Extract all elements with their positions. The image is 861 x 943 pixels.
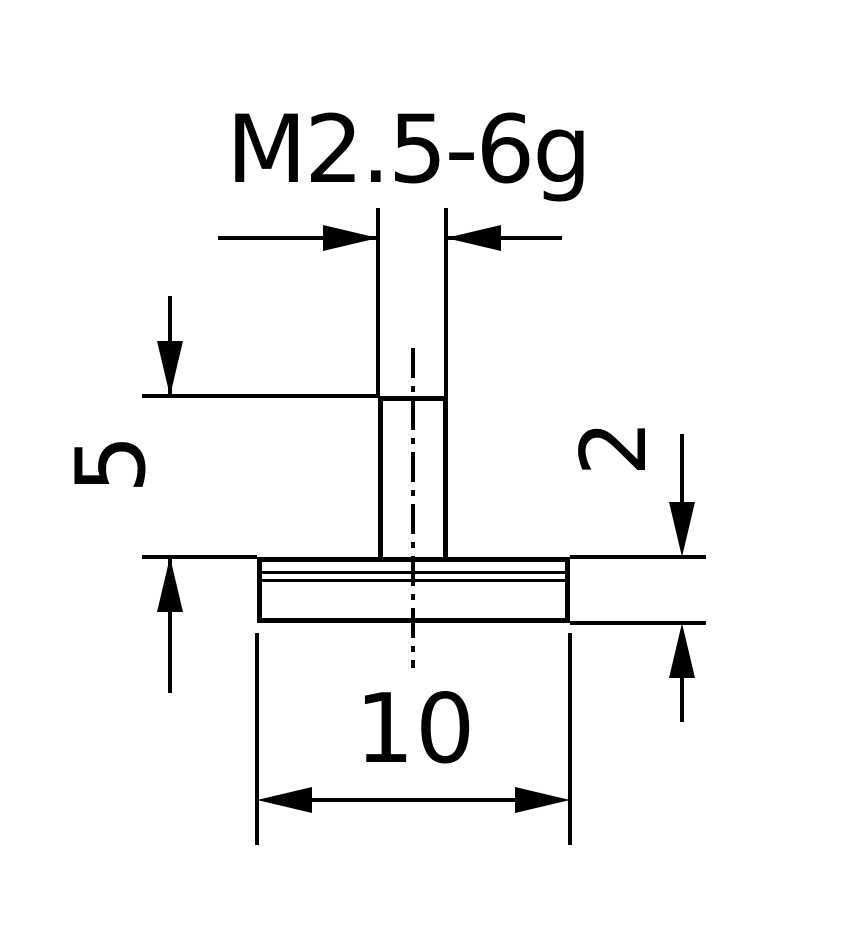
stem-height-arrow-up-icon [157, 557, 183, 612]
disc-thickness-dimension-line-upper [680, 434, 684, 506]
stem-height-dimension-line-lower [168, 557, 172, 693]
disc-top-extension-line-left [142, 555, 257, 559]
contact-point-stem-outline [378, 396, 448, 557]
disc-edge-line-upper [262, 571, 565, 574]
diameter-dimension-line [312, 798, 515, 802]
disc-edge-line-lower [262, 579, 565, 582]
disc-top-extension-line-right [570, 555, 706, 559]
thread-dimension-line-left [218, 236, 376, 240]
stem-height-arrow-down-icon [157, 341, 183, 396]
stem-height-label: 5 [57, 433, 167, 495]
disc-thickness-dimension-line-lower [680, 678, 684, 722]
stem-top-extension-line [142, 394, 378, 398]
diameter-extension-line-right [568, 633, 572, 845]
diameter-arrow-right-icon [515, 787, 570, 813]
centerline [411, 348, 415, 668]
diameter-extension-line-left [255, 633, 259, 845]
thread-spec-label: M2.5-6g [226, 96, 592, 205]
thread-extension-line-left [376, 208, 380, 396]
disc-bottom-extension-line-right [570, 621, 706, 625]
disc-thickness-arrow-up-icon [669, 623, 695, 678]
contact-point-disc-outline [257, 557, 570, 623]
disc-diameter-label: 10 [354, 674, 476, 785]
disc-thickness-arrow-down-icon [669, 502, 695, 557]
thread-arrow-right-icon [446, 225, 501, 251]
disc-thickness-label: 2 [561, 419, 667, 477]
thread-dimension-line-right [448, 236, 562, 240]
thread-extension-line-right [444, 208, 448, 396]
thread-arrow-left-icon [323, 225, 378, 251]
diameter-arrow-left-icon [257, 787, 312, 813]
